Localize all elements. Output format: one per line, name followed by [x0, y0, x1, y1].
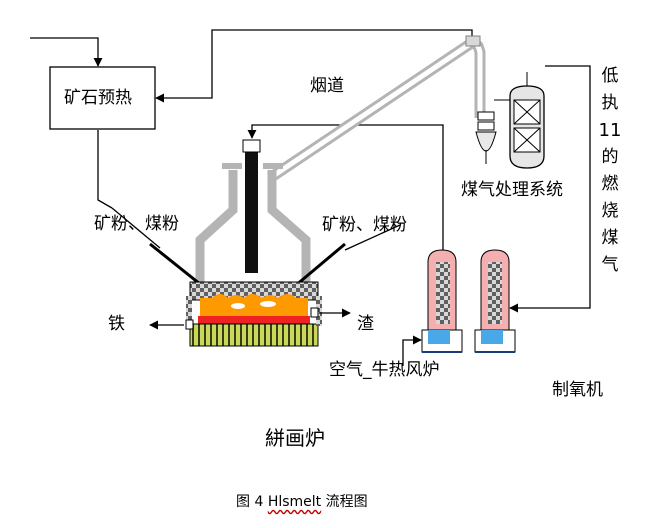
gas-treatment-label: 煤气处理系统 [461, 180, 563, 200]
ore-preheater-box [49, 66, 156, 130]
air-inlet-arrow [402, 335, 422, 366]
gas-treatment-unit [475, 72, 545, 169]
caption-suffix: 流程图 [321, 494, 368, 510]
hot-blast-stove-label: 空气_牛热风炉 [329, 360, 440, 380]
hot-blast-line [247, 124, 444, 258]
caption-prefix: 图 4 [236, 494, 268, 510]
hot-blast-stove-2 [474, 249, 516, 353]
furnace-label: 絣画炉 [265, 426, 325, 450]
oxygen-plant-label: 制氧机 [552, 380, 603, 400]
low-cal-gas-line [509, 65, 591, 313]
low-cal-gas-char: 煤 [601, 228, 619, 248]
flue-duct [266, 35, 486, 183]
preheated-ore-line [97, 130, 113, 209]
offgas-return-line [155, 29, 473, 103]
low-cal-gas-char: 气 [601, 255, 619, 275]
slag-label: 渣 [357, 314, 374, 334]
iron-label: 铁 [108, 314, 125, 334]
ore-preheat-label: 矿石预热 [64, 88, 132, 108]
furnace-shell [195, 163, 311, 285]
ore-feed-line [30, 37, 103, 67]
low-cal-gas-char: 执 [601, 93, 619, 113]
oxygen-lance [245, 140, 258, 273]
hot-blast-stove-1 [421, 249, 463, 353]
low-cal-gas-char: 11 [598, 120, 622, 141]
ore-coal-right-label: 矿粉、煤粉 [322, 215, 407, 235]
furnace-hearth [185, 281, 322, 347]
low-cal-gas-char: 烧 [601, 201, 619, 221]
low-cal-gas-label: 低 执 11 的 燃 烧 煤 气 [597, 68, 623, 284]
low-cal-gas-char: 的 [601, 147, 619, 167]
figure-caption: 图 4 Hlsmelt 流程图 [236, 495, 368, 509]
caption-name: Hlsmelt [267, 494, 322, 510]
flue-label: 烟道 [310, 76, 344, 96]
low-cal-gas-char: 燃 [601, 174, 619, 194]
low-cal-gas-char: 低 [601, 66, 619, 86]
ore-coal-left-label: 矿粉、煤粉 [94, 214, 179, 234]
